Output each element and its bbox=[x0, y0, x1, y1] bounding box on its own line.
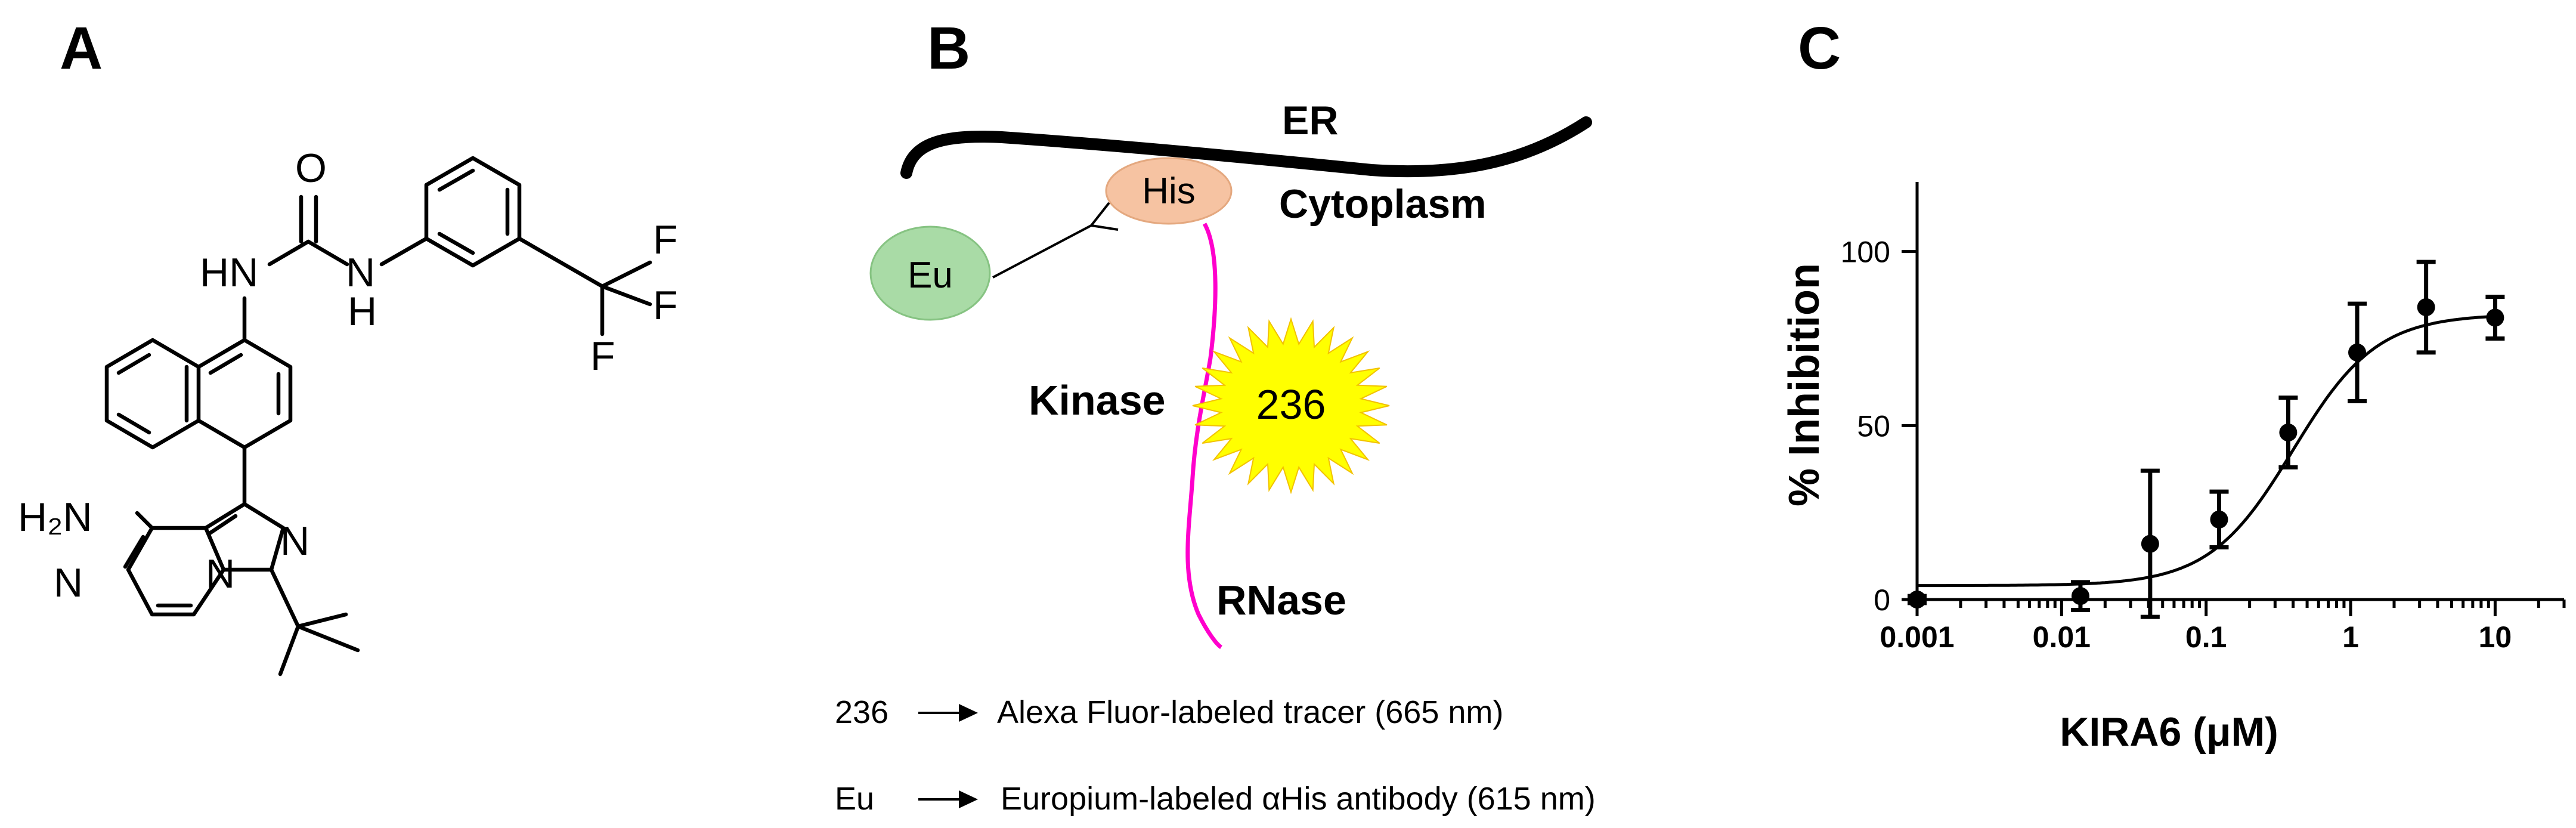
atom-n-bridge: N bbox=[206, 551, 235, 597]
y-axis-title: % Inhibition bbox=[1781, 263, 1828, 506]
atom-h2n: H₂N bbox=[18, 495, 92, 540]
legend-key-2: Eu bbox=[835, 781, 874, 817]
his-label: His bbox=[1142, 171, 1196, 212]
tracer-starburst bbox=[1192, 317, 1390, 495]
data-point bbox=[2279, 424, 2298, 441]
kinase-label: Kinase bbox=[1029, 377, 1166, 424]
rnase-label: RNase bbox=[1216, 577, 1346, 623]
x-tick-label: 0.01 bbox=[2033, 620, 2091, 654]
legend-row-1: 236 Alexa Fluor-labeled tracer (665 nm) bbox=[835, 694, 1503, 730]
legend-key-1: 236 bbox=[835, 694, 888, 730]
y-tick-label: 0 bbox=[1874, 583, 1890, 617]
panel-letter-b: B bbox=[927, 15, 970, 82]
atom-n: N bbox=[346, 250, 375, 295]
antibody-arms bbox=[1090, 202, 1119, 231]
er-membrane bbox=[900, 116, 1592, 179]
data-point bbox=[2210, 510, 2228, 529]
x-tick-label: 0.001 bbox=[1880, 620, 1954, 654]
x-tick-label: 0.1 bbox=[2185, 620, 2227, 654]
data-point bbox=[1908, 591, 1926, 608]
data-point bbox=[2417, 298, 2435, 316]
data-point bbox=[2348, 343, 2367, 362]
panel-b: B ER Eu His Cytoplasm 236 Kinase RNase 2… bbox=[835, 15, 1596, 817]
legend-arrowhead-2 bbox=[959, 790, 978, 808]
atom-hn: HN bbox=[200, 250, 258, 295]
legend-text-2: Europium-labeled αHis antibody (615 nm) bbox=[1001, 781, 1596, 817]
x-tick-label: 1 bbox=[2342, 620, 2359, 654]
atom-f2: F bbox=[653, 283, 678, 328]
fit-curve bbox=[1917, 314, 2496, 588]
panel-letter-c: C bbox=[1798, 15, 1841, 82]
data-point bbox=[2141, 535, 2159, 553]
ire1-chain bbox=[1185, 223, 1223, 649]
x-axis-title: KIRA6 (μM) bbox=[2060, 709, 2278, 755]
er-label: ER bbox=[1282, 98, 1338, 143]
y-tick-label: 100 bbox=[1841, 236, 1890, 269]
panel-letter-a: A bbox=[60, 15, 103, 82]
atom-n-imidazole: N bbox=[280, 518, 309, 564]
antibody-stem bbox=[992, 224, 1092, 279]
legend-row-2: Eu Europium-labeled αHis antibody (615 n… bbox=[835, 781, 1596, 817]
atom-f1: F bbox=[653, 217, 678, 262]
atom-h: H bbox=[348, 289, 377, 334]
data-point bbox=[2071, 587, 2089, 605]
kira6-structure: O HN N H F F F H₂N N N N bbox=[18, 146, 678, 676]
y-tick-label: 50 bbox=[1857, 409, 1890, 443]
eu-ellipse bbox=[869, 225, 991, 321]
atom-f3: F bbox=[590, 333, 615, 379]
cytoplasm-label: Cytoplasm bbox=[1279, 181, 1487, 227]
panel-a: A bbox=[18, 15, 678, 676]
eu-label: Eu bbox=[908, 255, 953, 296]
data-point bbox=[2486, 308, 2504, 327]
atom-o: O bbox=[295, 146, 327, 191]
his-ellipse bbox=[1105, 157, 1233, 225]
atom-n-pyrazine: N bbox=[54, 560, 83, 605]
legend-arrowhead-1 bbox=[959, 704, 978, 722]
tracer-label: 236 bbox=[1256, 381, 1326, 428]
x-tick-label: 10 bbox=[2479, 620, 2512, 654]
legend-text-1: Alexa Fluor-labeled tracer (665 nm) bbox=[997, 694, 1503, 730]
